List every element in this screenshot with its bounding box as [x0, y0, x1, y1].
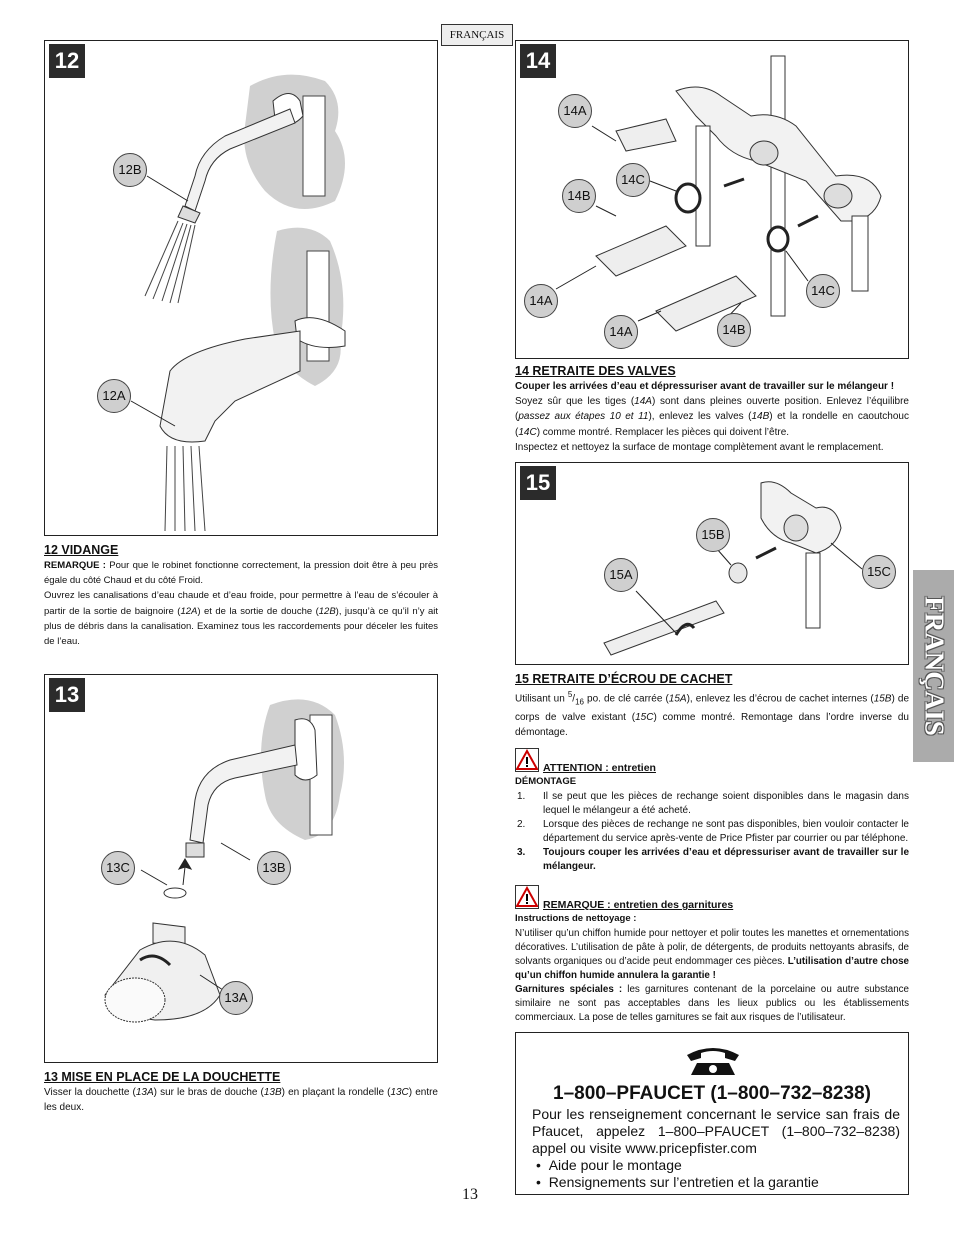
callout-13a: 13A	[219, 981, 253, 1015]
step-number: 15	[520, 466, 556, 500]
callout-13c: 13C	[101, 851, 135, 885]
list-number: 2.	[517, 819, 526, 830]
callout-14a: 14A	[524, 284, 558, 318]
shower-head-illustration	[104, 699, 344, 1023]
step-13-text: Visser la douchette (13A) sur le bras de…	[44, 1087, 438, 1114]
step-13-heading: 13 MISE EN PLACE DE LA DOUCHETTE	[44, 1070, 281, 1084]
attention-item: Toujours couper les arrivées d’eau et dé…	[543, 847, 909, 872]
callout-14c: 14C	[616, 163, 650, 197]
remarque-subtitle: Instructions de nettoyage :	[515, 913, 637, 924]
attention-item: Il se peut que les pièces de rechange so…	[543, 791, 909, 816]
attention-title: ATTENTION : entretien	[543, 762, 656, 774]
warning-icon	[515, 885, 539, 909]
step-13-figure: 13 13C 13B 13A	[44, 674, 438, 1063]
service-text: Pour les renseignement concernant le ser…	[532, 1106, 900, 1156]
callout-14c: 14C	[806, 274, 840, 308]
step-number: 13	[49, 678, 85, 712]
step-14-text: Couper les arrivées d’eau et dépressuris…	[515, 381, 909, 453]
callout-12a: 12A	[97, 379, 131, 413]
remarque-title: REMARQUE : entretien des garnitures	[543, 899, 734, 911]
step-number: 14	[520, 44, 556, 78]
callout-14a: 14A	[558, 94, 592, 128]
step-number: 12	[49, 44, 85, 78]
step-12-text: REMARQUE : Pour que le robinet fonctionn…	[44, 560, 439, 648]
step-12-heading: 12 VIDANGE	[44, 543, 119, 557]
list-number: 3.	[517, 847, 526, 858]
language-tag: FRANÇAIS	[441, 24, 513, 46]
attention-item: Lorsque des pièces de rechange ne sont p…	[543, 819, 909, 844]
step-14-figure: 14 14A 14C 14B 14A 14A 14B 14C	[515, 40, 909, 359]
step-15-heading: 15 RETRAITE D’ÉCROU DE CACHET	[515, 672, 733, 686]
step-14-heading: 14 RETRAITE DES VALVES	[515, 364, 676, 378]
list-number: 1.	[517, 791, 526, 802]
service-info-box: 1–800–PFAUCET (1–800–732–8238) Pour les …	[515, 1032, 909, 1195]
language-side-tab: FRANÇAIS	[913, 570, 954, 762]
shower-tub-illustration	[130, 74, 346, 532]
phone-title: 1–800–PFAUCET (1–800–732–8238)	[553, 1083, 871, 1104]
callout-15a: 15A	[604, 558, 638, 592]
callout-14a: 14A	[604, 315, 638, 349]
callout-14b: 14B	[717, 313, 751, 347]
callout-13b: 13B	[257, 851, 291, 885]
callout-15c: 15C	[862, 555, 896, 589]
telephone-icon	[687, 1048, 739, 1075]
bullet-item: • Aide pour le montage	[536, 1157, 682, 1173]
callout-15b: 15B	[696, 518, 730, 552]
seal-nut-illustration	[603, 481, 863, 656]
callout-14b: 14B	[562, 179, 596, 213]
callout-12b: 12B	[113, 153, 147, 187]
valve-body-illustration	[555, 55, 882, 332]
attention-subtitle: DÉMONTAGE	[515, 776, 577, 787]
warning-icon	[515, 748, 539, 772]
page-number: 13	[462, 1186, 478, 1203]
bullet-item: • Rensignements sur l’entretien et la ga…	[536, 1174, 819, 1190]
remarque-text: N’utiliser qu’un chiffon humide pour net…	[515, 928, 909, 1023]
step-15-text: Utilisant un 5/16 po. de clé carrée (15A…	[515, 690, 910, 738]
step-12-figure: 12 12B 12A	[44, 40, 438, 536]
step-15-figure: 15 15B 15A 15C	[515, 462, 909, 665]
